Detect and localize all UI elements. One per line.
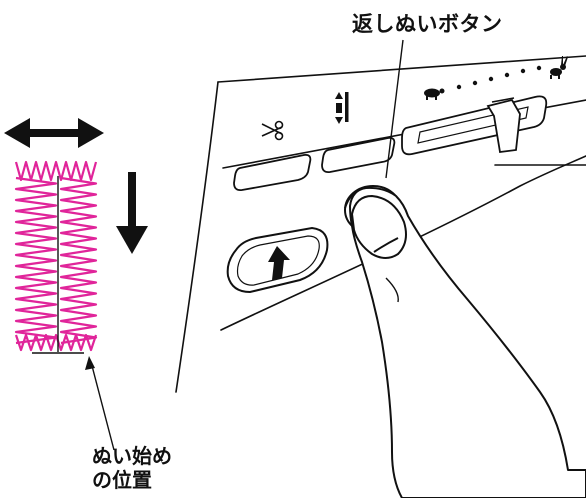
reverse-button-leader [385,39,404,179]
rabbit-icon [550,56,568,79]
needle-position-button[interactable] [321,136,396,174]
speed-slider-knob[interactable] [486,97,521,154]
speed-slider-track[interactable] [401,95,548,156]
bartack-stitch-sample [14,160,98,354]
turtle-icon [424,88,445,100]
double-horizontal-arrow-icon [4,118,104,148]
start-position-label-line2: の位置 [92,468,152,492]
start-position-label-line1: ぬい始め [92,444,172,468]
reverse-button-edge [344,187,365,209]
finger [349,186,586,498]
scissors-icon [261,120,284,141]
down-arrow-icon [116,172,148,254]
start-position-label: ぬい始め の位置 [92,444,172,492]
start-position-leader [85,356,115,451]
up-arrow-icon [268,246,290,280]
needle-up-down-icon [335,92,349,124]
reverse-button-label: 返しぬいボタン [352,12,503,36]
thread-cutter-button[interactable] [233,153,312,192]
speed-dots [456,65,542,90]
